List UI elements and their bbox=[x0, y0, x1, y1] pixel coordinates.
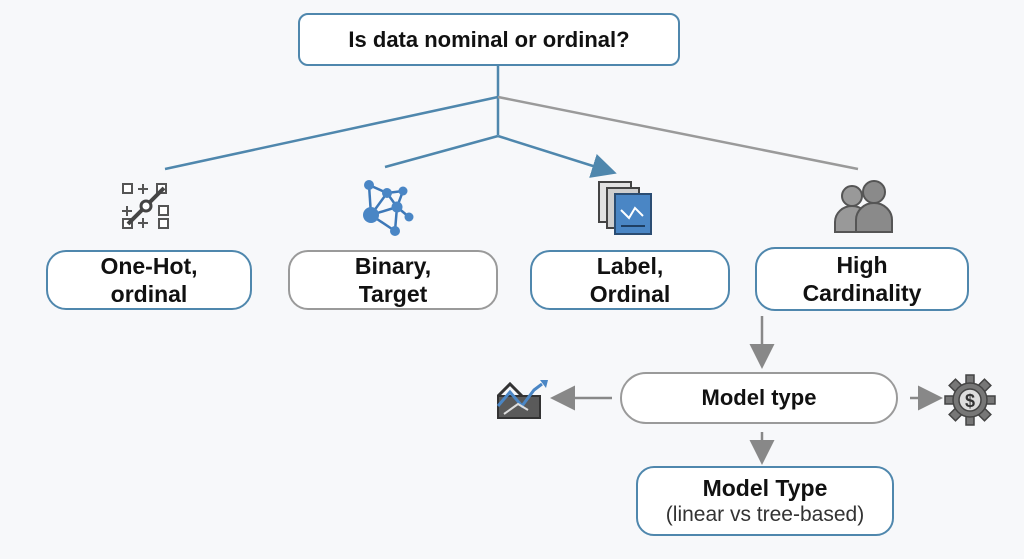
model-type-detail-node: Model Type (linear vs tree-based) bbox=[636, 466, 894, 536]
category-node-label: Label, Ordinal bbox=[530, 250, 730, 310]
trend-chart-icon bbox=[496, 380, 548, 419]
people-icon bbox=[834, 180, 893, 233]
category-line1: High bbox=[836, 252, 888, 278]
category-line1: Binary, bbox=[354, 253, 432, 279]
category-node-high-cardinality: High Cardinality bbox=[755, 247, 969, 311]
root-question-node: Is data nominal or ordinal? bbox=[298, 13, 680, 66]
model-type-node: Model type bbox=[620, 372, 898, 424]
root-connectors bbox=[164, 65, 859, 178]
model-connectors bbox=[550, 316, 943, 465]
svg-text:$: $ bbox=[965, 391, 975, 411]
root-question-label: Is data nominal or ordinal? bbox=[348, 26, 630, 52]
category-line2: Cardinality bbox=[802, 280, 922, 306]
category-line1: Label, bbox=[596, 253, 664, 279]
model-type-detail-subtitle: (linear vs tree-based) bbox=[665, 503, 865, 526]
category-node-binary: Binary, Target bbox=[288, 250, 498, 310]
model-type-label: Model type bbox=[701, 385, 817, 410]
stacked-documents-icon bbox=[598, 181, 652, 235]
category-line1: One-Hot, bbox=[100, 253, 198, 279]
grid-nodes-icon bbox=[122, 183, 169, 229]
gear-dollar-icon: $ bbox=[944, 374, 996, 426]
category-line2: Ordinal bbox=[589, 281, 671, 307]
category-line2: Target bbox=[358, 281, 428, 307]
category-line2: ordinal bbox=[110, 281, 188, 307]
category-node-one-hot: One-Hot, ordinal bbox=[46, 250, 252, 310]
network-icon bbox=[363, 180, 414, 236]
model-type-detail-title: Model Type bbox=[702, 475, 828, 501]
